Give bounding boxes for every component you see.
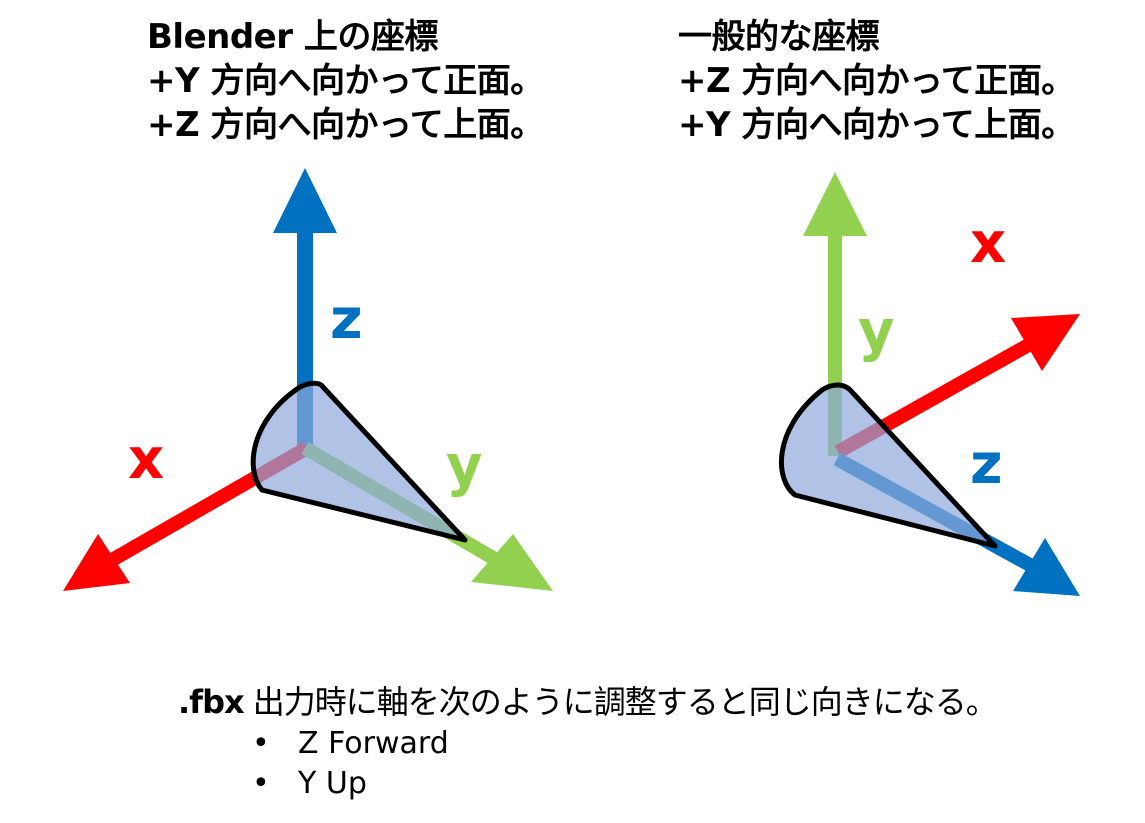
bullet-text: Y Up [298, 766, 367, 801]
bullet-marker: • [252, 726, 270, 761]
blender-y-label: y [446, 434, 483, 499]
general-y-label: y [858, 299, 895, 364]
blender-z-label: z [330, 287, 363, 352]
general-x-arrowhead [1011, 314, 1080, 371]
blender-y-arrowhead [471, 534, 553, 591]
list-item: • Z Forward [252, 724, 449, 764]
heading-line: +Z 方向へ向かって正面。 [678, 61, 1075, 101]
general-y-arrowhead [803, 172, 867, 236]
heading-line: +Z 方向へ向かって上面。 [147, 105, 544, 145]
blender-cone-shape [250, 380, 468, 543]
general-cone-shape [778, 382, 998, 549]
heading-line: +Y 方向へ向かって正面。 [147, 61, 544, 101]
fbx-note-text: 出力時に軸を次のように調整すると同じ向きになる。 [243, 683, 998, 721]
heading-line: 一般的な座標 [678, 17, 879, 57]
blender-axes-gizmo: z x y [63, 168, 553, 591]
general-z-label: z [970, 432, 1003, 497]
heading-line: Blender 上の座標 [147, 17, 438, 57]
heading-general-coordinates: 一般的な座標 +Z 方向へ向かって正面。 +Y 方向へ向かって上面。 [678, 15, 1075, 147]
fbx-extension: .fbx [178, 683, 245, 721]
blender-x-label: x [128, 427, 164, 492]
fbx-axis-settings-list: • Z Forward • Y Up [252, 724, 449, 804]
general-x-label: x [970, 211, 1006, 276]
bullet-text: Z Forward [298, 726, 449, 761]
heading-line: +Y 方向へ向かって上面。 [678, 105, 1075, 145]
heading-blender-coordinates: Blender 上の座標 +Y 方向へ向かって正面。 +Z 方向へ向かって上面。 [147, 15, 544, 147]
list-item: • Y Up [252, 764, 449, 804]
blender-z-arrowhead [273, 168, 337, 233]
bullet-marker: • [252, 766, 270, 801]
fbx-export-note: .fbx 出力時に軸を次のように調整すると同じ向きになる。 [178, 682, 998, 722]
blender-x-arrowhead [63, 534, 130, 591]
general-z-arrowhead [1013, 538, 1080, 596]
general-axes-gizmo: x y z [778, 172, 1080, 596]
